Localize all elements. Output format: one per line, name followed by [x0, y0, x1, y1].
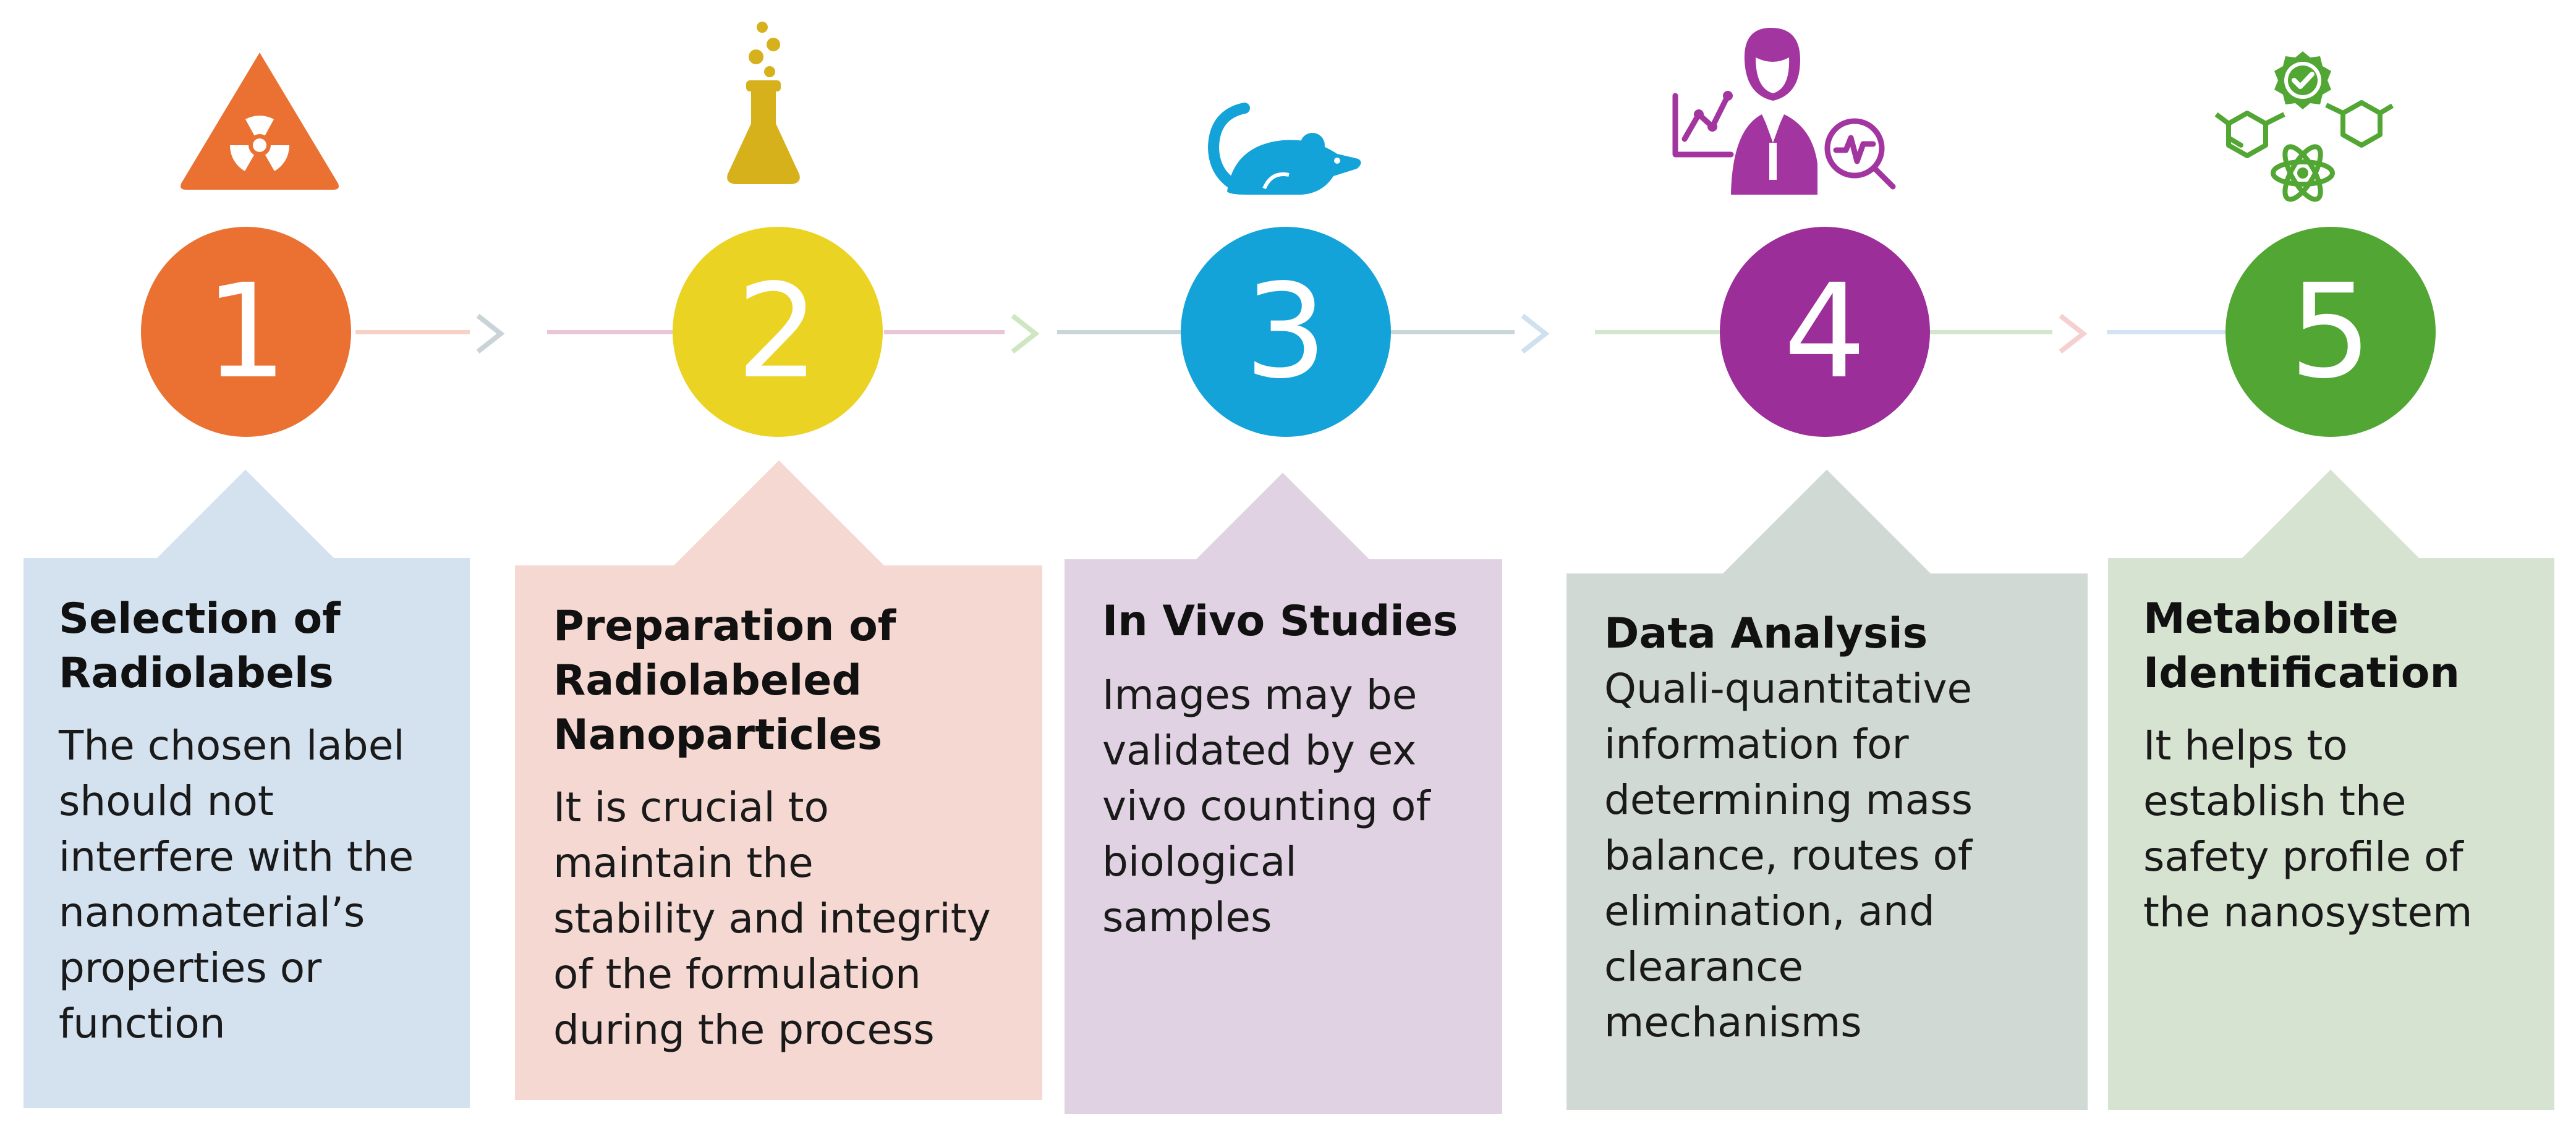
step-title: Data Analysis	[1604, 609, 1928, 658]
card-pointer-1	[156, 470, 335, 559]
step-number-circle-4: 4	[1720, 227, 1930, 437]
step-number-circle-3: 3	[1181, 227, 1391, 437]
connector-line-2a	[547, 330, 674, 334]
step-text-2: Preparation of Radiolabeled Nanoparticle…	[553, 599, 1042, 1058]
step-description: Images may be validated by ex vivo count…	[1102, 671, 1430, 941]
step-number: 5	[2289, 256, 2372, 407]
chevron-right-icon	[476, 313, 505, 354]
step-number-circle-5: 5	[2225, 227, 2436, 437]
molecules-check-icon	[2214, 51, 2394, 202]
step-card-5	[2108, 558, 2554, 1110]
step-number: 3	[1244, 256, 1327, 407]
chevron-right-icon	[1521, 313, 1550, 354]
step-title: Preparation of Radiolabeled Nanoparticle…	[553, 602, 896, 759]
card-pointer-5	[2241, 470, 2420, 559]
step-text-3: In Vivo Studies Images may be validated …	[1102, 594, 1501, 945]
step-card-4	[1566, 573, 2088, 1110]
mouse-icon	[1207, 103, 1361, 195]
connector-line-3b	[1391, 330, 1515, 334]
chevron-right-icon	[2059, 313, 2088, 354]
data-analyst-icon	[1672, 28, 1896, 195]
radiation-icon	[181, 53, 339, 190]
step-number-circle-1: 1	[141, 227, 351, 437]
step-description: The chosen label should not interfere wi…	[59, 722, 414, 1047]
connector-line-4a	[1595, 330, 1725, 334]
step-card-3	[1065, 559, 1502, 1114]
step-description: It helps to establish the safety profile…	[2143, 722, 2473, 936]
connector-line-5	[2107, 330, 2230, 334]
step-text-4: Data Analysis Quali-quantitative informa…	[1604, 607, 2086, 1051]
step-card-2	[515, 565, 1042, 1100]
step-title: In Vivo Studies	[1102, 597, 1458, 646]
card-pointer-3	[1196, 473, 1369, 559]
step-card-1	[23, 558, 470, 1108]
step-description: Quali-quantitative information for deter…	[1604, 665, 1973, 1046]
step-text-1: Selection of Radiolabels The chosen labe…	[59, 592, 470, 1052]
connector-line-3a	[1057, 330, 1184, 334]
connector-line-4b	[1929, 330, 2052, 334]
step-number: 4	[1783, 256, 1866, 407]
card-pointer-2	[674, 460, 884, 565]
flask-icon	[727, 22, 800, 184]
step-title: Metabolite Identification	[2143, 594, 2460, 698]
card-pointer-4	[1722, 470, 1932, 575]
step-title: Selection of Radiolabels	[59, 594, 341, 698]
chevron-right-icon	[1011, 313, 1040, 354]
step-number: 2	[736, 256, 819, 407]
step-number-circle-2: 2	[673, 227, 883, 437]
step-text-5: Metabolite Identification It helps to es…	[2143, 592, 2554, 941]
connector-line-1	[355, 330, 470, 334]
step-number: 1	[205, 256, 287, 407]
connector-line-2b	[884, 330, 1005, 334]
step-description: It is crucial to maintain the stability …	[553, 784, 991, 1054]
